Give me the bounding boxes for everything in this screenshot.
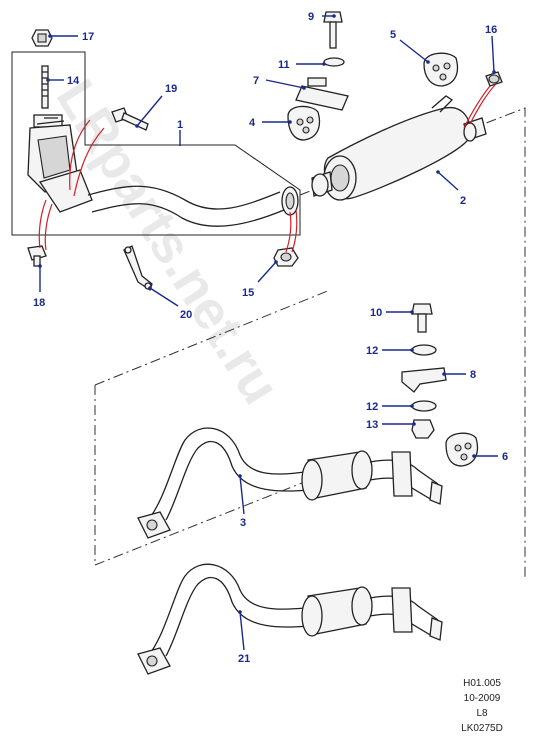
intermediate-pipe-3 (137, 427, 443, 539)
callout-10: 10 (370, 307, 382, 319)
callout-13: 13 (366, 419, 378, 431)
callout-7: 7 (253, 75, 259, 87)
callout-12-upper: 12 (366, 345, 378, 357)
callout-5: 5 (390, 29, 396, 41)
callout-19: 19 (165, 83, 177, 95)
bolt-10 (411, 303, 433, 333)
bracket-20 (123, 245, 153, 292)
callout-11: 11 (278, 59, 290, 71)
intermediate-pipe-21 (137, 563, 443, 675)
callout-20: 20 (180, 309, 192, 321)
callout-17: 17 (82, 31, 94, 43)
nut-13 (411, 419, 435, 439)
rear-silencer (311, 95, 487, 201)
washer-11 (323, 57, 345, 67)
reference-illustration: LK0275D (461, 723, 503, 734)
bush-16 (485, 71, 503, 87)
callout-leaders (38, 14, 498, 651)
callout-16: 16 (485, 24, 497, 36)
callout-18: 18 (33, 297, 45, 309)
callout-12-lower: 12 (366, 401, 378, 413)
front-pipe (87, 185, 299, 227)
hanger-rubber-6 (445, 432, 479, 467)
bracket-8 (401, 367, 447, 393)
hanger-rubber-5 (423, 52, 459, 87)
reference-block: H01.005 10-2009 L8 LK0275D (442, 676, 522, 736)
callout-9: 9 (308, 11, 314, 23)
catalyst-frame (11, 51, 301, 236)
reference-code: H01.005 (463, 678, 501, 689)
callout-14: 14 (67, 75, 80, 87)
callout-6: 6 (502, 451, 508, 463)
reference-date: 10-2009 (463, 693, 501, 704)
callout-4: 4 (249, 117, 256, 129)
washer-12-upper (411, 344, 437, 356)
callout-15: 15 (242, 287, 254, 299)
section-boundary (94, 107, 526, 580)
bracket-7 (295, 77, 349, 111)
nut-17 (31, 29, 53, 47)
bolt-18 (27, 245, 47, 267)
callout-3: 3 (240, 517, 246, 529)
connection-highlights (38, 83, 497, 253)
washer-12-lower (411, 400, 437, 412)
catalytic-converter (27, 114, 93, 213)
callout-1: 1 (177, 119, 183, 131)
callout-2: 2 (460, 195, 466, 207)
stud-14 (41, 65, 49, 109)
callout-21: 21 (238, 653, 250, 665)
bolt-19 (111, 107, 149, 131)
hanger-rubber-4 (287, 105, 321, 141)
reference-variant: L8 (476, 708, 488, 719)
nut-15 (273, 247, 299, 267)
callout-8: 8 (470, 369, 476, 381)
